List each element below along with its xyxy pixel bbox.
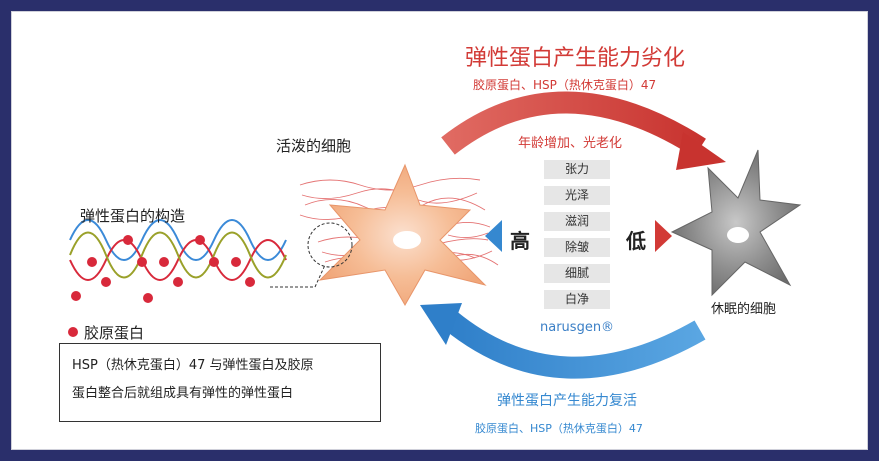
aging-label: 年龄增加、光老化 [518, 136, 623, 151]
brand-logo-text: narusgen® [540, 320, 615, 335]
elastin-structure [69, 219, 287, 281]
low-label: 低 [626, 229, 646, 253]
sleeping-cell-nucleus [727, 227, 749, 243]
explanation-line-2: 蛋白整合后就组成具有弹性的弹性蛋白 [72, 386, 294, 401]
active-cell-nucleus [393, 231, 421, 249]
explanation-box: HSP（热休克蛋白）47 与弹性蛋白及胶原 蛋白整合后就组成具有弹性的弹性蛋白 [59, 343, 381, 422]
collagen-legend-dot [68, 327, 78, 337]
zoom-circle [307, 222, 353, 268]
recovery-arrowhead [420, 303, 462, 345]
property-item: 张力 [544, 160, 610, 179]
property-item: 除皱 [544, 238, 610, 257]
degradation-title: 弹性蛋白产生能力劣化 [465, 46, 686, 71]
low-indicator-arrow [655, 220, 672, 252]
collagen-dots [71, 235, 255, 303]
structure-title: 弹性蛋白的构造 [80, 207, 186, 225]
high-indicator-arrow [485, 220, 502, 252]
active-cell-label: 活泼的细胞 [276, 137, 352, 155]
collagen-legend-label: 胶原蛋白 [84, 324, 145, 342]
degradation-arc-arrow [441, 91, 706, 158]
recovery-subtitle: 胶原蛋白、HSP（热休克蛋白）47 [475, 422, 643, 435]
sleeping-cell-label: 休眠的细胞 [711, 302, 777, 317]
collagen-legend: 胶原蛋白 [68, 322, 144, 343]
recovery-arc-arrow [443, 311, 706, 379]
degradation-subtitle: 胶原蛋白、HSP（热休克蛋白）47 [473, 78, 657, 92]
degradation-arrowhead [676, 132, 726, 170]
property-item: 白净 [544, 290, 610, 309]
property-list: 张力 光泽 滋润 除皱 细腻 白净 [544, 160, 610, 316]
sleeping-cell-shape [670, 149, 802, 297]
explanation-line-1: HSP（热休克蛋白）47 与弹性蛋白及胶原 [72, 358, 314, 373]
property-item: 细腻 [544, 264, 610, 283]
property-item: 滋润 [544, 212, 610, 231]
property-item: 光泽 [544, 186, 610, 205]
high-label: 高 [510, 229, 530, 253]
recovery-title: 弹性蛋白产生能力复活 [497, 393, 637, 409]
